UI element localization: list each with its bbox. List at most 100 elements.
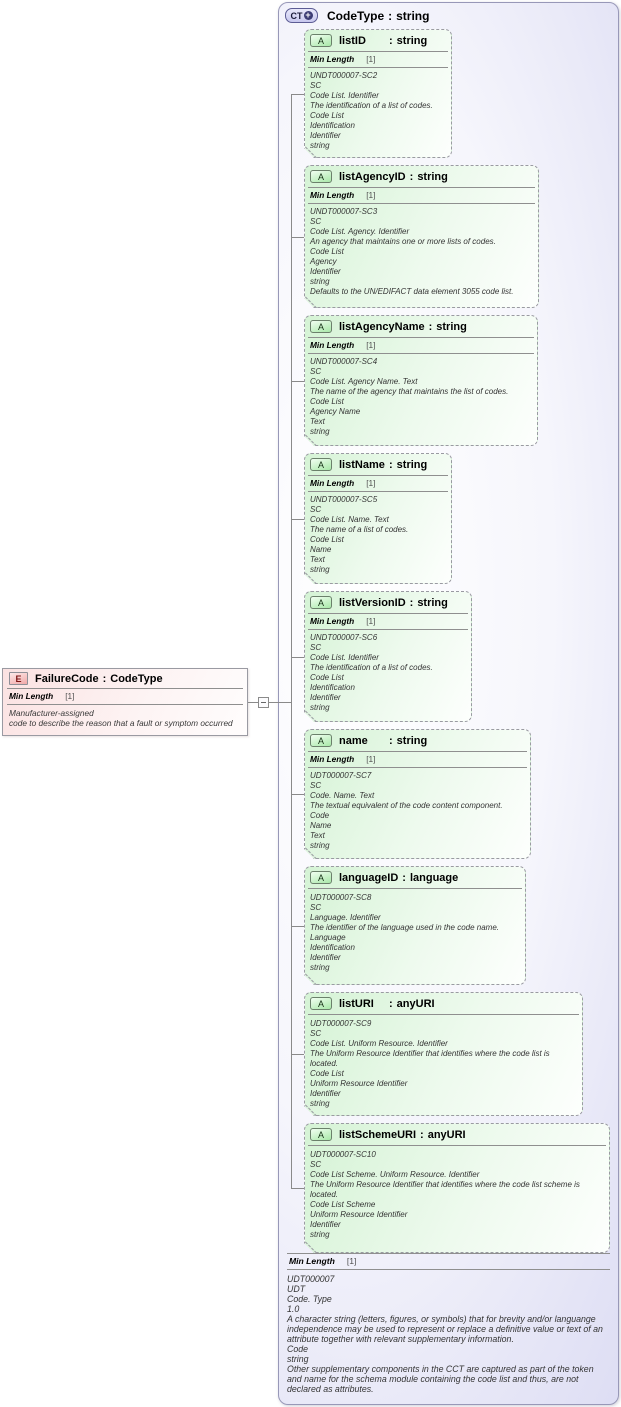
annotation-line: UDT000007-SC9: [310, 1019, 372, 1028]
annotation-line: Code List: [310, 535, 344, 544]
attribute-name: listSchemeURI: [339, 1128, 417, 1141]
annotation-line: string: [310, 703, 330, 712]
attribute-row: A listAgencyID : string Min Length [1] U…: [291, 165, 618, 308]
annotation-line: Uniform Resource Identifier: [310, 1210, 408, 1219]
attribute-title: listAgencyID : string: [339, 171, 448, 183]
annotation-line: SC: [310, 81, 322, 90]
annotation-line: Name: [310, 821, 332, 830]
annotation-line: Code. Name. Text: [310, 791, 375, 800]
complex-type-badge[interactable]: CT +: [285, 8, 318, 23]
annotation-line: The identifier of the language used in t…: [310, 923, 500, 932]
element-type: CodeType: [110, 672, 163, 685]
attribute-badge-label: A: [317, 35, 324, 46]
title-colon: :: [389, 458, 393, 471]
title-colon: :: [428, 320, 433, 333]
attribute-name: listName: [339, 458, 385, 471]
attribute-icon: A: [310, 1128, 332, 1141]
annotation-line: UNDT000007-SC4: [310, 357, 378, 366]
title-colon: :: [402, 871, 406, 884]
attribute-icon: A: [310, 170, 332, 183]
attribute-box[interactable]: A listID : string Min Length [1] UNDT000…: [304, 29, 452, 158]
facet-name: Min Length: [310, 340, 355, 350]
attribute-type: anyURI: [396, 997, 435, 1010]
attribute-badge-label: A: [317, 171, 324, 182]
title-colon: :: [389, 34, 393, 47]
annotation-line: string: [310, 141, 330, 150]
annotation-line: Code List: [310, 1069, 344, 1078]
attribute-row: A name : string Min Length [1] UDT000007…: [291, 729, 618, 859]
annotation-line: UDT000007-SC7: [310, 771, 372, 780]
attribute-box[interactable]: A listAgencyID : string Min Length [1] U…: [304, 165, 539, 308]
annotation-line: Identification: [310, 943, 355, 952]
annotation-line: Language. Identifier: [310, 913, 381, 922]
facet-value: [1]: [366, 478, 376, 488]
annotation-line: SC: [310, 643, 322, 652]
annotation-line: Code List. Agency. Identifier: [310, 227, 410, 236]
annotation-line: The name of a list of codes.: [310, 525, 409, 534]
attribute-name: listAgencyID: [339, 170, 406, 183]
attribute-badge-label: A: [317, 1129, 324, 1140]
attribute-title: listVersionID : string: [339, 597, 448, 609]
attribute-type: string: [396, 734, 428, 747]
attribute-name: languageID: [339, 871, 399, 884]
title-colon: :: [409, 596, 414, 609]
annotation-line: UNDT000007-SC5: [310, 495, 378, 504]
attribute-box[interactable]: A listName : string Min Length [1] UNDT0…: [304, 453, 452, 584]
title-colon: :: [102, 672, 107, 685]
annotation-line: Identifier: [310, 693, 341, 702]
attribute-title: listSchemeURI : anyURI: [339, 1129, 466, 1141]
attribute-type: string: [396, 458, 428, 471]
attribute-type: string: [396, 34, 428, 47]
attribute-title: listAgencyName : string: [339, 321, 467, 333]
annotation-line: Identifier: [310, 953, 341, 962]
attribute-box[interactable]: A listAgencyName : string Min Length [1]…: [304, 315, 538, 446]
attribute-title: listID : string: [339, 35, 427, 47]
annotation-line: UDT: [287, 1284, 306, 1294]
annotation-line: UNDT000007-SC3: [310, 207, 378, 216]
complex-type-name: CodeType: [327, 8, 385, 23]
annotation-line: Code List: [310, 397, 344, 406]
facet-value: [1]: [346, 1256, 357, 1266]
annotation-line: Code List: [310, 673, 344, 682]
annotation-line: The identification of a list of codes.: [310, 663, 433, 672]
annotation-line: Agency: [310, 257, 337, 266]
facet-name: Min Length: [289, 1256, 335, 1266]
attribute-name: listID: [339, 34, 366, 47]
attribute-title: name : string: [339, 735, 427, 747]
attribute-title: languageID : language: [339, 872, 458, 884]
expand-plus-icon[interactable]: +: [303, 10, 313, 20]
complex-type-base: string: [396, 8, 430, 23]
annotation-line: Identifier: [310, 1220, 341, 1229]
annotation-line: Code List: [310, 111, 344, 120]
attribute-box[interactable]: A name : string Min Length [1] UDT000007…: [304, 729, 531, 859]
annotation-line: Text: [310, 831, 325, 840]
title-colon: :: [420, 1128, 424, 1141]
collapse-handle-icon[interactable]: [258, 697, 269, 708]
annotation-line: Code List. Uniform Resource. Identifier: [310, 1039, 448, 1048]
annotation-line: SC: [310, 903, 322, 912]
facet-name: Min Length: [310, 54, 355, 64]
facet-row: Min Length [1]: [308, 51, 448, 68]
attribute-title-row: A languageID : language: [308, 870, 522, 888]
attribute-type: language: [409, 871, 459, 884]
complex-type-header: CT + CodeType : string: [279, 3, 618, 26]
attribute-icon: A: [310, 997, 332, 1010]
attribute-box[interactable]: A listVersionID : string Min Length [1] …: [304, 591, 472, 722]
annotation-line: Code List: [310, 247, 344, 256]
facet-value: [1]: [366, 340, 376, 350]
annotation-line: Code List Scheme: [310, 1200, 376, 1209]
facet-value: [1]: [366, 754, 376, 764]
element-failurecode[interactable]: E FailureCode : CodeType Min Length [1] …: [2, 668, 248, 736]
attribute-title-row: A listSchemeURI : anyURI: [308, 1127, 606, 1145]
annotation-line: 1.0: [287, 1304, 300, 1314]
